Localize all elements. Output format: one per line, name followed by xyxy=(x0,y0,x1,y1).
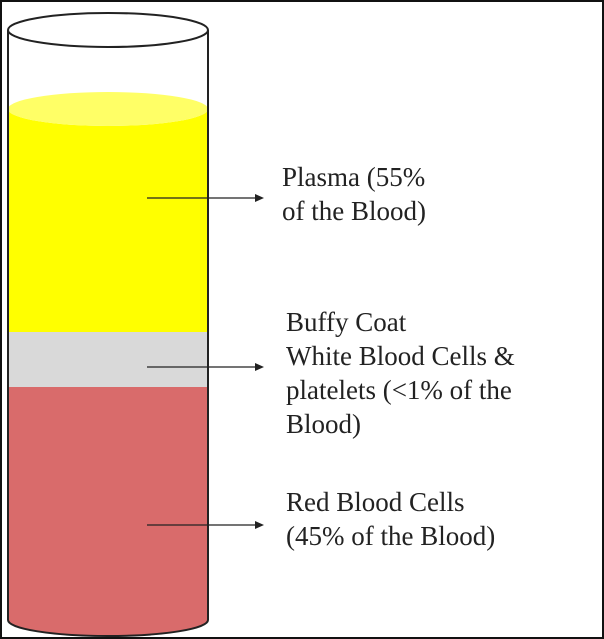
buffy-coat-label-line: White Blood Cells & xyxy=(286,339,515,373)
buffy-coat-label: Buffy Coat White Blood Cells & platelets… xyxy=(286,305,515,441)
plasma-surface xyxy=(8,92,208,126)
red-blood-cells-label-line: Red Blood Cells xyxy=(286,485,495,519)
red-blood-cells-layer xyxy=(8,387,208,636)
buffy-coat-layer xyxy=(8,332,208,387)
buffy-coat-label-line: Blood) xyxy=(286,407,515,441)
buffy-coat-label-line: Buffy Coat xyxy=(286,305,515,339)
red-blood-cells-label: Red Blood Cells (45% of the Blood) xyxy=(286,485,495,553)
plasma-label: Plasma (55% of the Blood) xyxy=(282,160,426,228)
plasma-label-line: of the Blood) xyxy=(282,194,426,228)
plasma-layer xyxy=(8,109,208,332)
plasma-label-line: Plasma (55% xyxy=(282,160,426,194)
buffy-coat-label-line: platelets (<1% of the xyxy=(286,373,515,407)
red-blood-cells-label-line: (45% of the Blood) xyxy=(286,519,495,553)
tube-rim xyxy=(8,13,208,47)
